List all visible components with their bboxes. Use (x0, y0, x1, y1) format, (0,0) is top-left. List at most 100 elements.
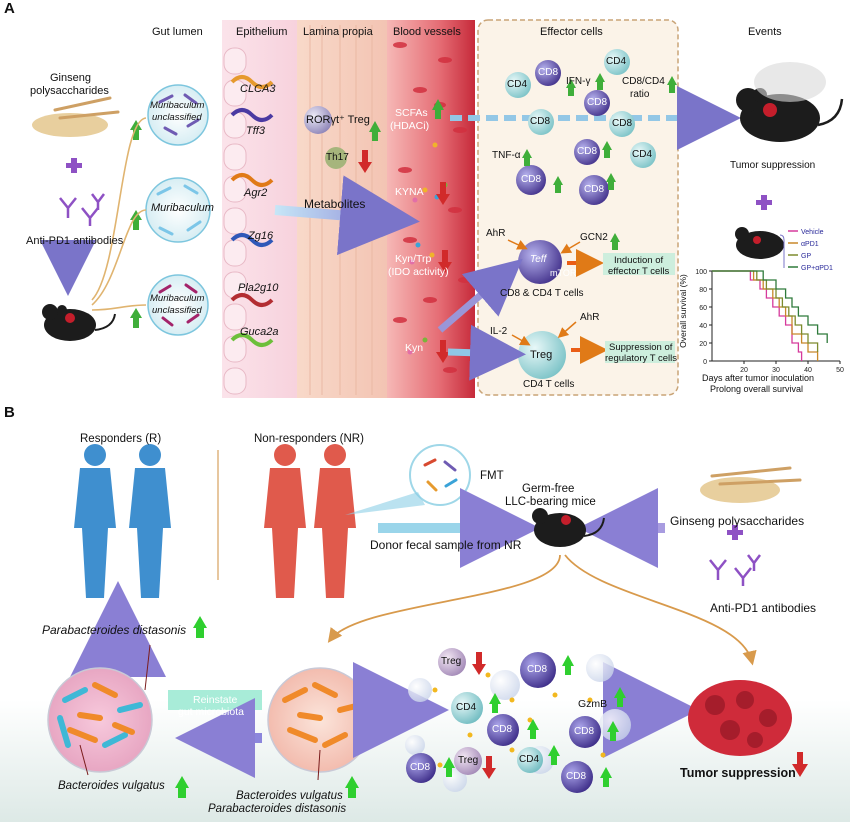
label-cd4-t: CD4 T cells (523, 379, 575, 390)
green-up-cd8-4 (443, 757, 455, 777)
label-ginseng-b: Ginseng polysaccharides (670, 514, 805, 528)
label-cd4-1: CD4 (507, 79, 528, 90)
effector-cell-circles (505, 49, 656, 379)
epithelial-cells (223, 47, 247, 395)
label-cd8-5: CD8 (577, 146, 598, 157)
arrow-kyn-treg (447, 324, 526, 381)
antibody-icon-b (709, 554, 761, 586)
panel-b-diagram (0, 444, 850, 822)
label-cd8-b3: CD8 (574, 726, 595, 737)
blood-vessel-band (387, 20, 475, 398)
mouse-bracket (779, 234, 785, 268)
chart-y-tick-label: 80 (699, 287, 707, 294)
immune-cells-b (406, 648, 601, 793)
bacteria-bottom-sub: unclassified (152, 305, 202, 316)
green-up-bacteroides (175, 776, 189, 798)
green-up-parabacteroides (193, 616, 207, 638)
panel-a-letter: A (4, 0, 15, 17)
label-bottom-parabacteroides: Parabacteroides distasonis (208, 803, 347, 815)
label-cd4-2: CD4 (606, 56, 627, 67)
chart-legend-label: GP (801, 253, 811, 260)
induction-box (603, 253, 675, 275)
label-tumor-suppression-b: Tumor suppression (680, 766, 796, 780)
responder-figures (74, 444, 171, 598)
label-induction-1: Induction of (614, 255, 664, 266)
bacteria-bottom-name: Muribaculum (150, 293, 205, 304)
chart-y-tick-label: 60 (699, 305, 707, 312)
antibody-icon-a (59, 193, 105, 226)
green-up-cd8b (602, 141, 612, 158)
col-events: Events (748, 26, 782, 38)
metabolites-arrow (274, 175, 420, 256)
label-metabolites: Metabolites (304, 197, 366, 211)
label-cd8-6: CD8 (521, 174, 542, 185)
label-il2: IL-2 (490, 326, 508, 337)
bacteria-top-name: Muribaculum (150, 100, 205, 111)
label-cd8-b5: CD8 (566, 771, 587, 782)
label-cd8-b4: CD8 (410, 762, 431, 773)
label-cd8-4: CD8 (612, 118, 633, 129)
green-up-cd8-2 (527, 719, 539, 739)
ginseng-roots-b (710, 466, 802, 486)
green-up-tnf (522, 149, 532, 166)
mouse-icon-a (42, 304, 116, 341)
label-cd8-cd4-t: CD8 & CD4 T cells (500, 288, 584, 299)
granzyme-dots (432, 672, 606, 768)
label-ido-activity: (IDO activity) (388, 266, 449, 278)
fmt-bacteria (423, 458, 458, 492)
green-up-cd4-1 (489, 693, 501, 713)
chart-x-tick-label: 20 (740, 367, 748, 374)
mouse-icon-chart (735, 227, 784, 259)
red-down-tumor (792, 752, 808, 777)
chart-y-tick-label: 40 (699, 323, 707, 330)
ginseng-label-1: Ginseng (50, 72, 91, 84)
fmt-bubble (409, 444, 471, 506)
label-induction-2: effector T cells (608, 266, 670, 277)
label-germ-free-2: LLC-bearing mice (505, 496, 596, 508)
label-ratio-1: CD8/CD4 (622, 76, 665, 87)
gcn2-arrow (560, 241, 581, 254)
label-teff: Teff (530, 254, 547, 265)
col-epithelium: Epithelium (236, 26, 288, 38)
red-down-arrow-kyntrp (438, 250, 452, 273)
gene-clca3: CLCA3 (240, 83, 276, 95)
panel-b-letter: B (4, 404, 15, 421)
chart-series-line (712, 270, 819, 352)
label-germ-free-1: Germ-free (522, 483, 575, 495)
label-kyna: KYNA (395, 186, 424, 198)
label-hdaci: (HDACi) (390, 120, 430, 132)
gene-pla2g10: Pla2g10 (238, 282, 279, 294)
chart-x-tick-label: 30 (772, 367, 780, 374)
red-down-arrow-kyn (436, 340, 450, 363)
label-kyn-trp: Kyn/Trp (395, 253, 432, 265)
label-ratio-2: ratio (630, 89, 650, 100)
label-cd8-3: CD8 (530, 116, 551, 127)
label-non-responders: Non-responders (NR) (254, 433, 364, 445)
gene-helices (230, 75, 274, 347)
label-scfas: SCFAs (395, 107, 428, 119)
gene-zg16: Zg16 (248, 230, 274, 242)
label-donor: Donor fecal sample from NR (370, 538, 522, 552)
label-ahr-2: AhR (580, 312, 600, 323)
label-ahr-1: AhR (486, 228, 506, 239)
plus-icon-a (66, 158, 82, 173)
label-treg-b2: Treg (458, 755, 479, 766)
ahr-arrow-treg (557, 321, 577, 338)
bacteria-mid-name: Muribaculum (151, 202, 214, 214)
label-gzmb: GzmB (578, 698, 608, 710)
arrow-mouse-gut (327, 554, 561, 643)
chart-series-line (712, 270, 803, 361)
roryt-treg-cell (304, 106, 332, 134)
bacteria-rods-top (158, 93, 200, 136)
arrow-kyn-teff (437, 258, 523, 333)
red-down-arrow-th17 (358, 150, 372, 173)
ginseng-label-2: polysaccharides (30, 85, 109, 97)
green-up-cd8-5 (600, 767, 612, 787)
label-gcn2: GCN2 (580, 232, 608, 243)
arrow-mouse-tumor (564, 554, 757, 666)
label-bottom-bacteroides: Bacteroides vulgatus (236, 790, 343, 802)
label-suppression-1: Suppression of (609, 342, 673, 353)
non-responder-figures (264, 444, 356, 598)
ginseng-roots (53, 96, 120, 120)
